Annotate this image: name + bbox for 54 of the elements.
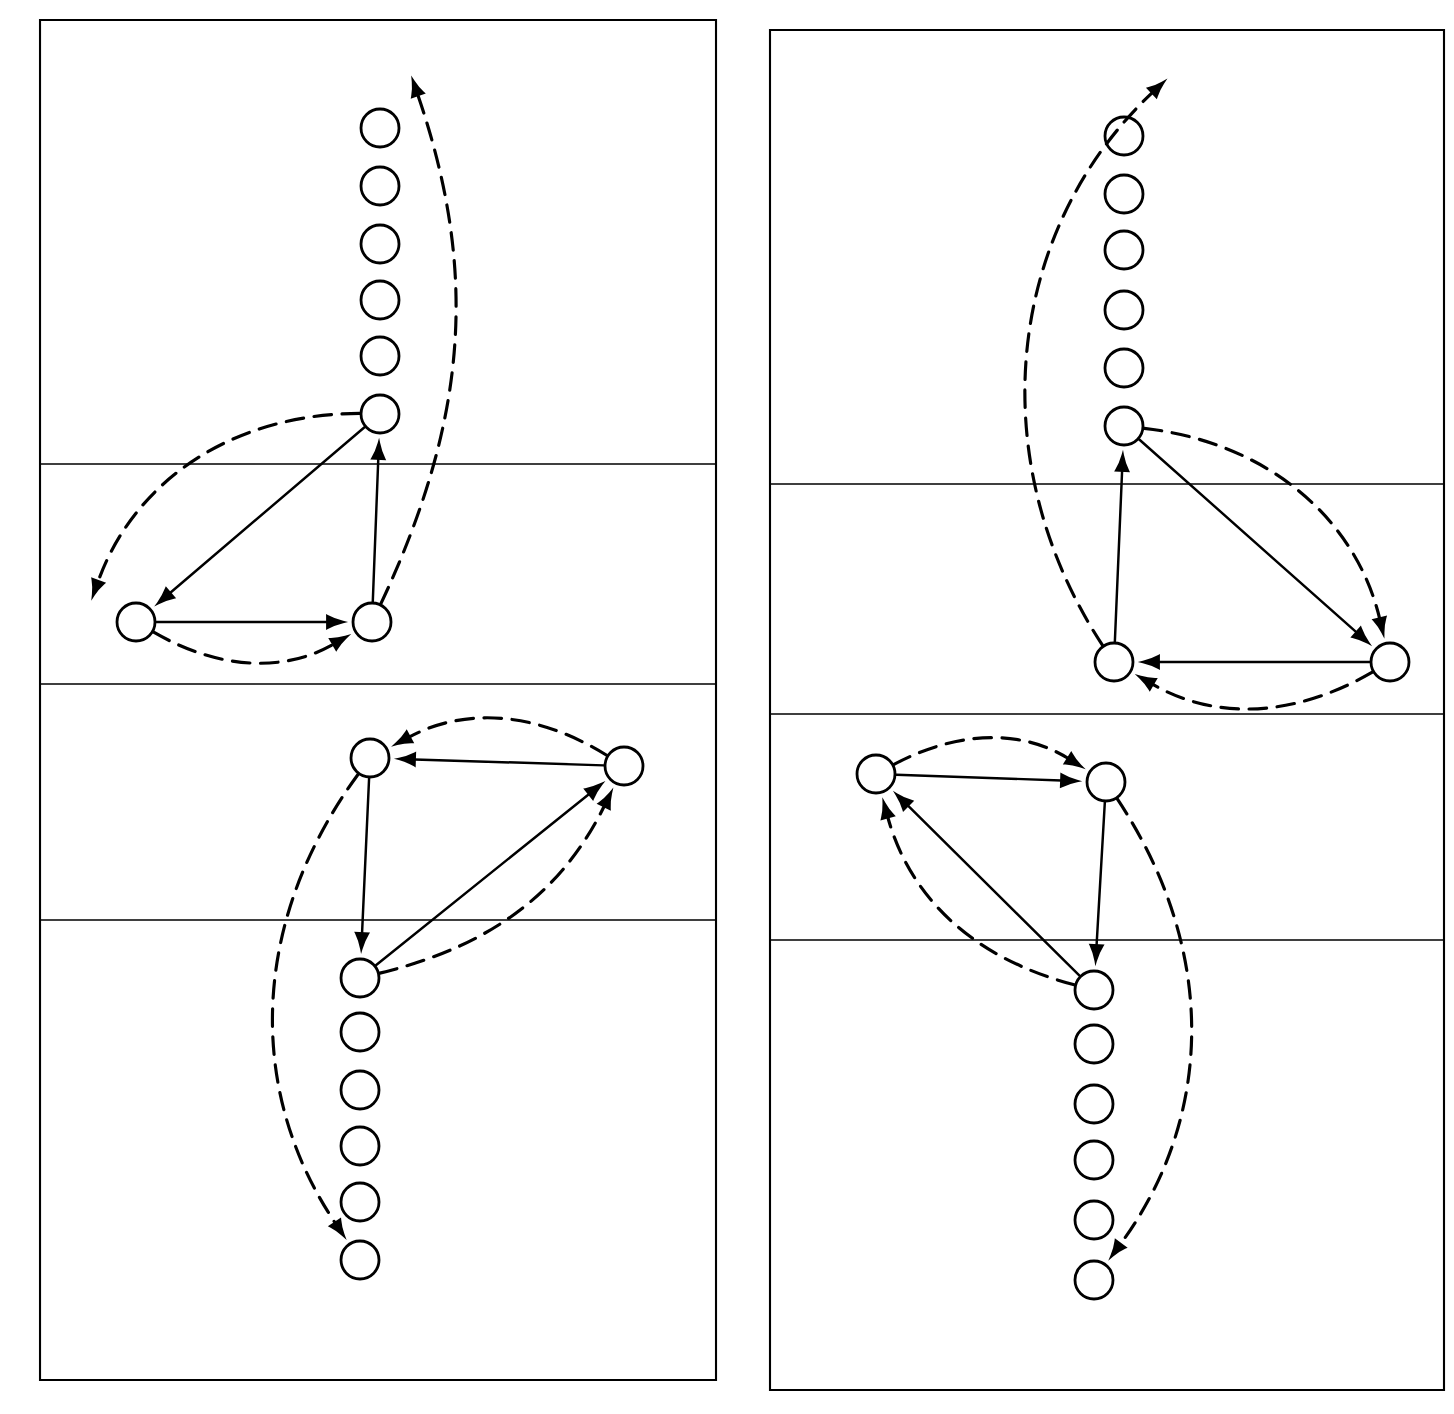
player-circle (1093, 641, 1135, 683)
pass-arrow (156, 426, 366, 605)
player-circle (603, 745, 645, 787)
player-circle (1103, 405, 1145, 447)
player-circle (1073, 1259, 1115, 1301)
pass-arrow (354, 777, 371, 951)
player-circle (1073, 1083, 1115, 1125)
player-circle (359, 393, 401, 435)
player-circle (339, 1181, 381, 1223)
run-arrow (152, 630, 348, 665)
pass-arrow (371, 441, 386, 603)
pass-arrow (397, 752, 605, 767)
run-arrow (881, 801, 1076, 987)
player-circle (339, 1011, 381, 1053)
player-circle (1369, 641, 1411, 683)
pass-arrow (895, 793, 1081, 977)
player-circle (359, 223, 401, 265)
player-circle (339, 1069, 381, 1111)
player-circle (1103, 289, 1145, 331)
run-arrow (1138, 670, 1374, 711)
player-circle (1103, 347, 1145, 389)
run-arrow (379, 80, 458, 606)
player-circle (349, 737, 391, 779)
player-circle (115, 601, 157, 643)
run-arrow (395, 716, 609, 757)
player-circle (1073, 1139, 1115, 1181)
run-arrow (892, 736, 1082, 768)
player-circle (1103, 229, 1145, 271)
pass-arrow (155, 614, 345, 630)
player-circle (359, 335, 401, 377)
pass-arrow (1141, 654, 1371, 670)
pass-arrow (1113, 453, 1130, 643)
run-arrow (91, 411, 362, 596)
pass-arrow (895, 773, 1079, 788)
player-circle (1073, 1199, 1115, 1241)
player-circle (359, 279, 401, 321)
pass-arrow (1138, 438, 1370, 644)
player-circle (855, 753, 897, 795)
player-circle (1073, 1023, 1115, 1065)
player-circle (359, 165, 401, 207)
player-circle (1073, 969, 1115, 1011)
pass-arrow (1089, 801, 1107, 963)
run-arrow (1142, 426, 1387, 634)
run-arrow (271, 772, 360, 1237)
player-circle (1085, 761, 1127, 803)
player-circle (1103, 115, 1145, 157)
run-arrow (1023, 81, 1165, 647)
player-circle (339, 1239, 381, 1281)
player-circle (339, 1125, 381, 1167)
player-circle (359, 107, 401, 149)
player-circle (351, 601, 393, 643)
player-circle (1103, 173, 1145, 215)
player-circle (339, 957, 381, 999)
run-arrow (1110, 797, 1194, 1257)
